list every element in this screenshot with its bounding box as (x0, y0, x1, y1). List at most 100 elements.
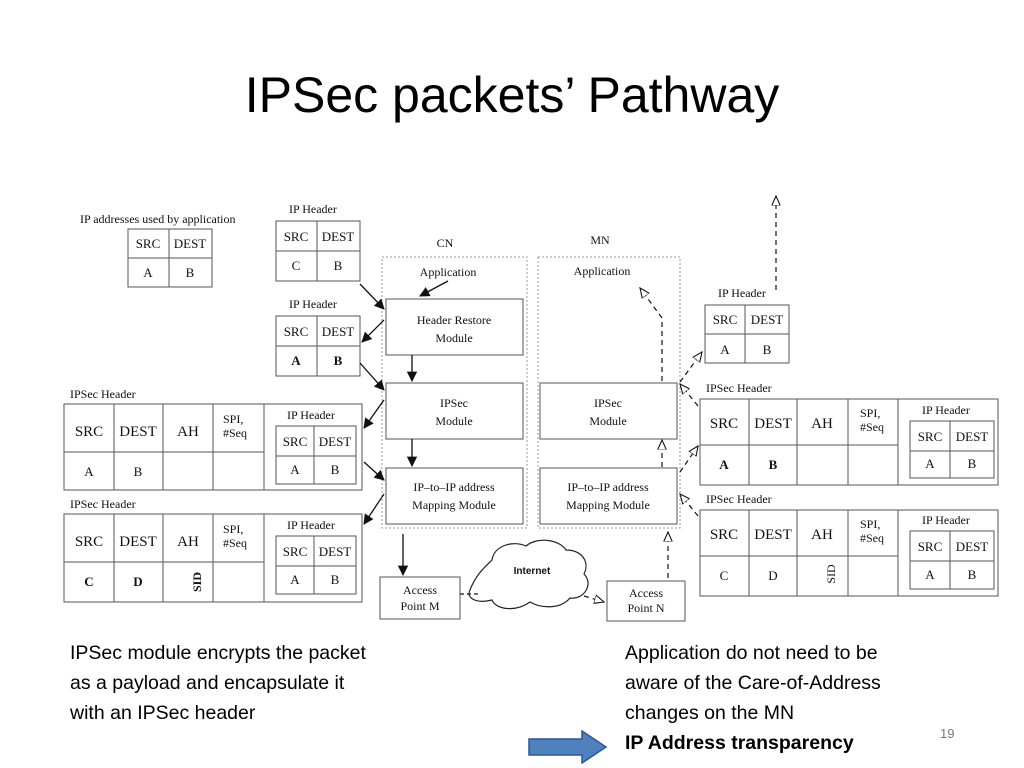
caption-right-line2: aware of the Care-of-Address (625, 672, 881, 694)
cell-c-bold: C (84, 574, 93, 589)
cell-dest: DEST (956, 429, 989, 444)
ip-header-label: IP Header (718, 286, 766, 300)
mn-mapping-line2: Mapping Module (566, 498, 650, 512)
caption-left-line1: IPSec module encrypts the packet (70, 642, 366, 664)
cell-b-bold: B (769, 457, 778, 472)
cell-src: SRC (283, 434, 308, 449)
app-a: A (143, 265, 153, 280)
cell-dest: DEST (956, 539, 989, 554)
cell-b: B (968, 456, 977, 471)
cn-ipsec-line2: Module (435, 414, 472, 428)
ip-header-label: IP Header (287, 408, 335, 422)
cn-node: CN Application Header Restore Module IPS… (381, 236, 528, 529)
cell-b: B (134, 464, 143, 479)
page-number: 19 (940, 726, 955, 741)
app-src: SRC (136, 236, 161, 251)
cell-src: SRC (710, 527, 738, 543)
internet-label: Internet (514, 566, 551, 577)
cell-spi: SPI, (223, 522, 243, 536)
mn-application: Application (574, 264, 631, 278)
cell-seq: #Seq (860, 531, 884, 545)
cell-ah: AH (811, 527, 833, 543)
mn-node: MN Application IPSec Module IP–to–IP add… (537, 233, 681, 529)
mn-label: MN (590, 233, 610, 247)
cell-dest: DEST (751, 312, 784, 327)
cell-ah: AH (177, 424, 199, 440)
left-ipsec-header-ab: IPSec Header SRC DEST AH SPI, #Seq A B I… (63, 387, 363, 491)
ip-header-ab-bold: IP Header SRC DEST A B (275, 297, 361, 377)
access-n-line1: Access (629, 586, 663, 600)
access-n-line2: Point N (627, 601, 664, 615)
mn-ipsec-line2: Module (589, 414, 626, 428)
cell-d: D (768, 568, 777, 583)
ipsec-pathway-diagram: IP addresses used by application SRC DES… (63, 0, 999, 622)
cell-dest: DEST (319, 434, 352, 449)
cell-dest: DEST (754, 416, 792, 432)
ipsec-header-label: IPSec Header (706, 492, 772, 506)
cell-b-bold: B (334, 353, 343, 368)
right-ipsec-header-ab: IPSec Header SRC DEST AH SPI, #Seq A B I… (699, 381, 999, 486)
app-b: B (186, 265, 195, 280)
block-arrow-right-icon (528, 730, 608, 764)
cell-sid: SID (824, 564, 838, 584)
caption-right-line1: Application do not need to be (625, 642, 878, 664)
left-ipsec-header-cd: IPSec Header SRC DEST AH SPI, #Seq C D S… (63, 497, 363, 603)
cell-sid-bold: SID (190, 572, 204, 592)
caption-left: IPSec module encrypts the packet as a pa… (70, 638, 366, 728)
cell-seq: #Seq (223, 536, 247, 550)
ip-header-label: IP Header (922, 403, 970, 417)
cn-mapping-line1: IP–to–IP address (413, 480, 495, 494)
cell-c: C (720, 568, 729, 583)
cell-dest: DEST (322, 324, 355, 339)
cell-src: SRC (284, 229, 309, 244)
caption-left-line2: as a payload and encapsulate it (70, 672, 345, 694)
cell-a-bold: A (291, 353, 301, 368)
cell-src: SRC (918, 539, 943, 554)
cell-dest: DEST (322, 229, 355, 244)
cell-a: A (290, 572, 300, 587)
ip-header-cb: IP Header SRC DEST C B (275, 202, 361, 282)
ip-header-label: IP Header (289, 202, 337, 216)
cell-spi: SPI, (860, 406, 880, 420)
cell-src: SRC (75, 424, 103, 440)
cell-a: A (290, 462, 300, 477)
app-address-label: IP addresses used by application (80, 212, 236, 226)
cell-a-bold: A (719, 457, 729, 472)
cell-seq: #Seq (860, 420, 884, 434)
caption-right-emphasis: IP Address transparency (625, 732, 854, 754)
cell-src: SRC (284, 324, 309, 339)
cell-dest: DEST (119, 534, 157, 550)
cell-a: A (925, 456, 935, 471)
cell-src: SRC (75, 534, 103, 550)
cell-seq: #Seq (223, 426, 247, 440)
internet-cloud: Internet (468, 539, 589, 610)
cell-b: B (763, 342, 772, 357)
cell-a: A (84, 464, 94, 479)
caption-right-line3: changes on the MN (625, 702, 795, 724)
cell-b: B (334, 258, 343, 273)
cn-application: Application (420, 265, 477, 279)
ip-header-label: IP Header (289, 297, 337, 311)
cell-b: B (331, 462, 340, 477)
cell-src: SRC (713, 312, 738, 327)
ipsec-header-label: IPSec Header (70, 387, 136, 401)
ip-header-label: IP Header (287, 518, 335, 532)
mn-flow-arrows (460, 196, 776, 602)
ipsec-header-label: IPSec Header (706, 381, 772, 395)
mn-mapping-line1: IP–to–IP address (567, 480, 649, 494)
access-m-line1: Access (403, 583, 437, 597)
header-restore-line2: Module (435, 331, 472, 345)
cell-src: SRC (283, 544, 308, 559)
app-address-table: IP addresses used by application SRC DES… (80, 212, 236, 288)
cell-a: A (720, 342, 730, 357)
cell-src: SRC (918, 429, 943, 444)
cell-ah: AH (811, 416, 833, 432)
cell-dest: DEST (754, 527, 792, 543)
slide-title: IPSec packets’ Pathway (244, 67, 780, 123)
cell-dest: DEST (319, 544, 352, 559)
access-point-n: Access Point N (606, 580, 686, 622)
header-restore-line1: Header Restore (417, 313, 491, 327)
ip-header-label: IP Header (922, 513, 970, 527)
caption-left-line3: with an IPSec header (70, 702, 256, 724)
cn-ipsec-line1: IPSec (440, 396, 468, 410)
